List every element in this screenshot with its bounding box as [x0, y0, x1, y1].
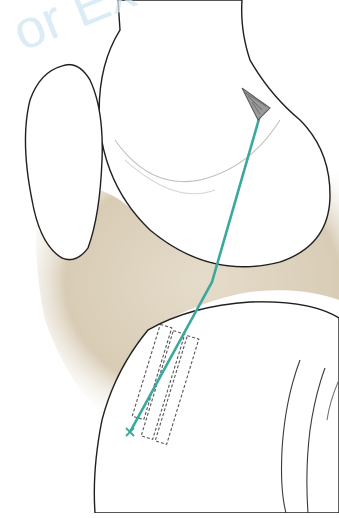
diagram-canvas — [0, 0, 339, 513]
knee-diagram: or Ex — [0, 0, 339, 513]
